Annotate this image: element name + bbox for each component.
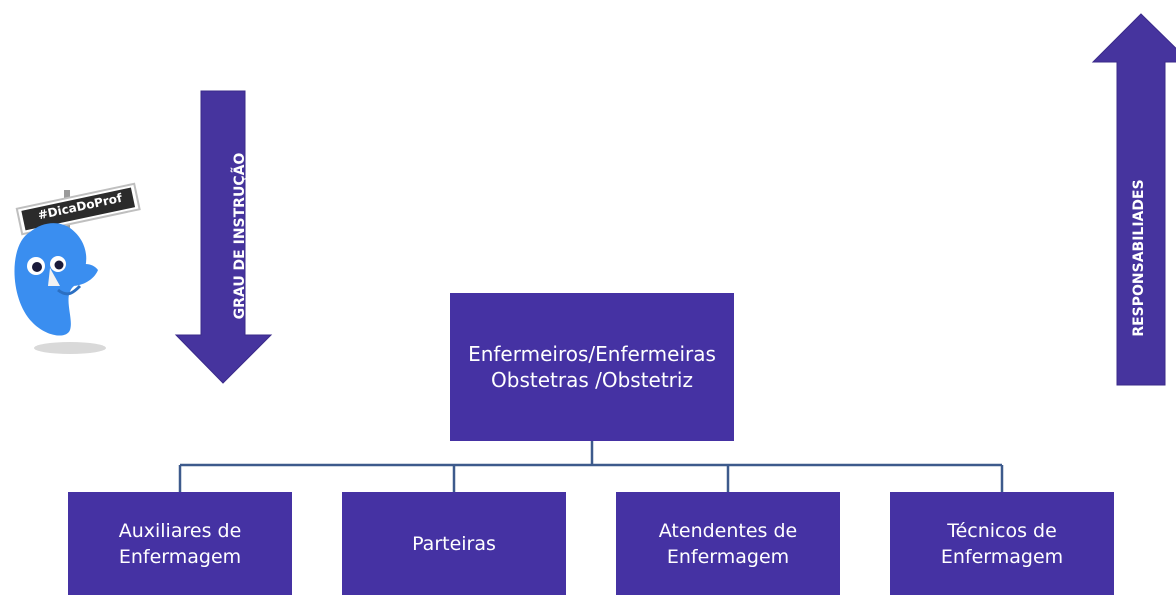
tree-connectors [178,441,1004,492]
child-node-auxiliares: Auxiliares de Enfermagem [68,492,292,595]
sign-board [15,182,141,236]
right-arrow-label: RESPONSABILIADES [1131,179,1147,337]
child-node-tecnicos: Técnicos de Enfermagem [890,492,1114,595]
down-arrow-icon [174,90,273,384]
left-arrow-label: GRAU DE INSTRUÇÃO [232,152,248,320]
child-node-parteiras: Parteiras [342,492,566,595]
mascot-figure [14,182,141,354]
top-node: Enfermeiros/Enfermeiras Obstetras /Obste… [450,293,734,441]
up-arrow-icon [1091,13,1176,386]
child-node-atendentes: Atendentes de Enfermagem [616,492,840,595]
